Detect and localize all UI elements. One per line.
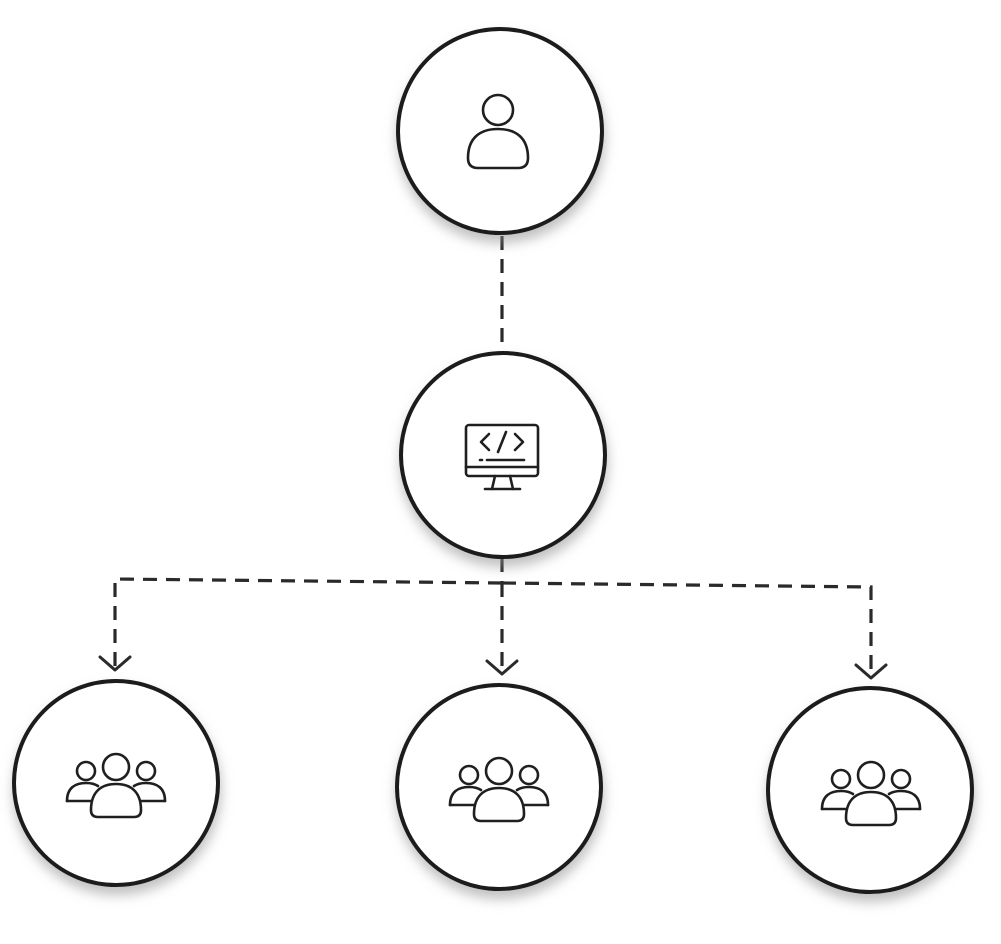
node-group-middle — [395, 683, 603, 891]
arrowhead-middle — [485, 659, 519, 676]
arrowhead-right — [854, 663, 888, 680]
code-monitor-icon — [464, 423, 540, 491]
connectors — [98, 236, 888, 680]
node-group-left — [12, 679, 220, 887]
node-root — [396, 27, 604, 235]
node-developer — [399, 351, 607, 559]
arrowhead-left — [98, 655, 132, 672]
edge-to-group-right — [501, 581, 873, 674]
node-group-right — [766, 686, 974, 894]
user-icon — [466, 93, 530, 170]
edge-to-group-left — [113, 577, 503, 666]
